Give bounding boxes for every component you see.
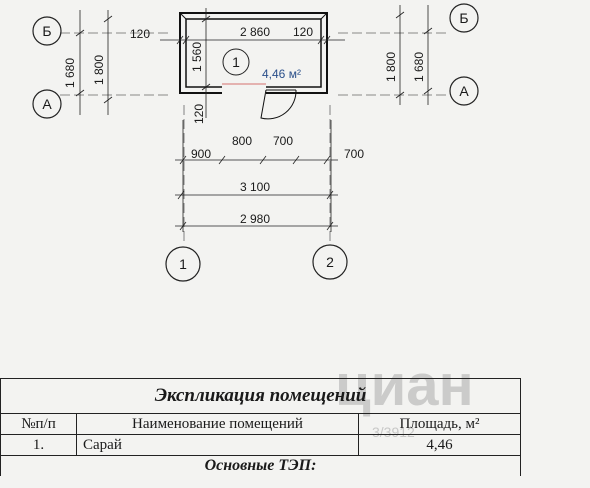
row-number: 1. [0,434,77,456]
room-area-label: 4,46 м² [262,67,301,81]
column-header-name: Наименование помещений [76,413,359,435]
axis-label: 1 [179,256,187,272]
room-number-bubble: 1 [222,48,250,76]
axis-label: А [42,96,52,112]
dim-right [395,5,433,105]
dim-left [75,10,113,115]
dim-right-outer-1: 1 800 [384,52,398,82]
dim-total-axis [175,221,338,231]
dim-total-outer [175,190,338,200]
dim-left-outer-2: 1 800 [92,55,106,85]
axis-label: 2 [326,254,334,270]
door-symbol [222,83,297,120]
dim-total-outer-label: 3 100 [240,180,270,194]
dim-seg-2: 800 [232,134,252,148]
axis-bubble-b-right: Б [449,3,479,33]
explication-table-area: Экспликация помещений №п/п Наименование … [0,378,522,488]
floor-plan-drawing: Б А Б А 1 2 1 4,46 м² [32,3,479,282]
dim-right-outer-2: 1 680 [412,52,426,82]
dim-total-axis-label: 2 980 [240,212,270,226]
axis-label: А [459,83,469,99]
dim-left-outer-1: 1 680 [63,58,77,88]
dim-top [160,35,345,45]
row-area: 4,46 [357,434,522,456]
table-footer: Основные ТЭП: [0,455,522,476]
dim-chain [175,120,338,232]
axis-bubble-a-right: А [449,76,479,106]
axis-label: Б [459,10,468,26]
table-row: 1. Сарай 4,46 [0,434,522,456]
axis-bubble-1: 1 [165,246,201,282]
dim-wall-top-left: 120 [130,27,150,41]
row-name: Сарай [76,434,359,456]
explication-table: Экспликация помещений №п/п Наименование … [0,378,522,476]
dim-wall-top-right: 120 [293,25,313,39]
axis-bubble-b-left: Б [32,16,62,46]
dim-seg-3: 700 [273,134,293,148]
column-header-area: Площадь, м² [357,413,522,435]
dim-wall-bottom-left: 120 [192,104,206,124]
table-title: Экспликация помещений [0,378,522,414]
dim-inner-width: 2 860 [240,25,270,39]
room-number: 1 [232,54,240,70]
dim-inner-height-label: 1 560 [190,42,204,72]
dim-seg-1: 900 [191,147,211,161]
axis-bubble-2: 2 [312,244,348,280]
axis-label: Б [42,23,51,39]
dim-inner-height [201,8,211,118]
axis-bubble-a-left: А [32,89,62,119]
column-header-number: №п/п [0,413,77,435]
dim-seg-4: 700 [344,147,364,161]
